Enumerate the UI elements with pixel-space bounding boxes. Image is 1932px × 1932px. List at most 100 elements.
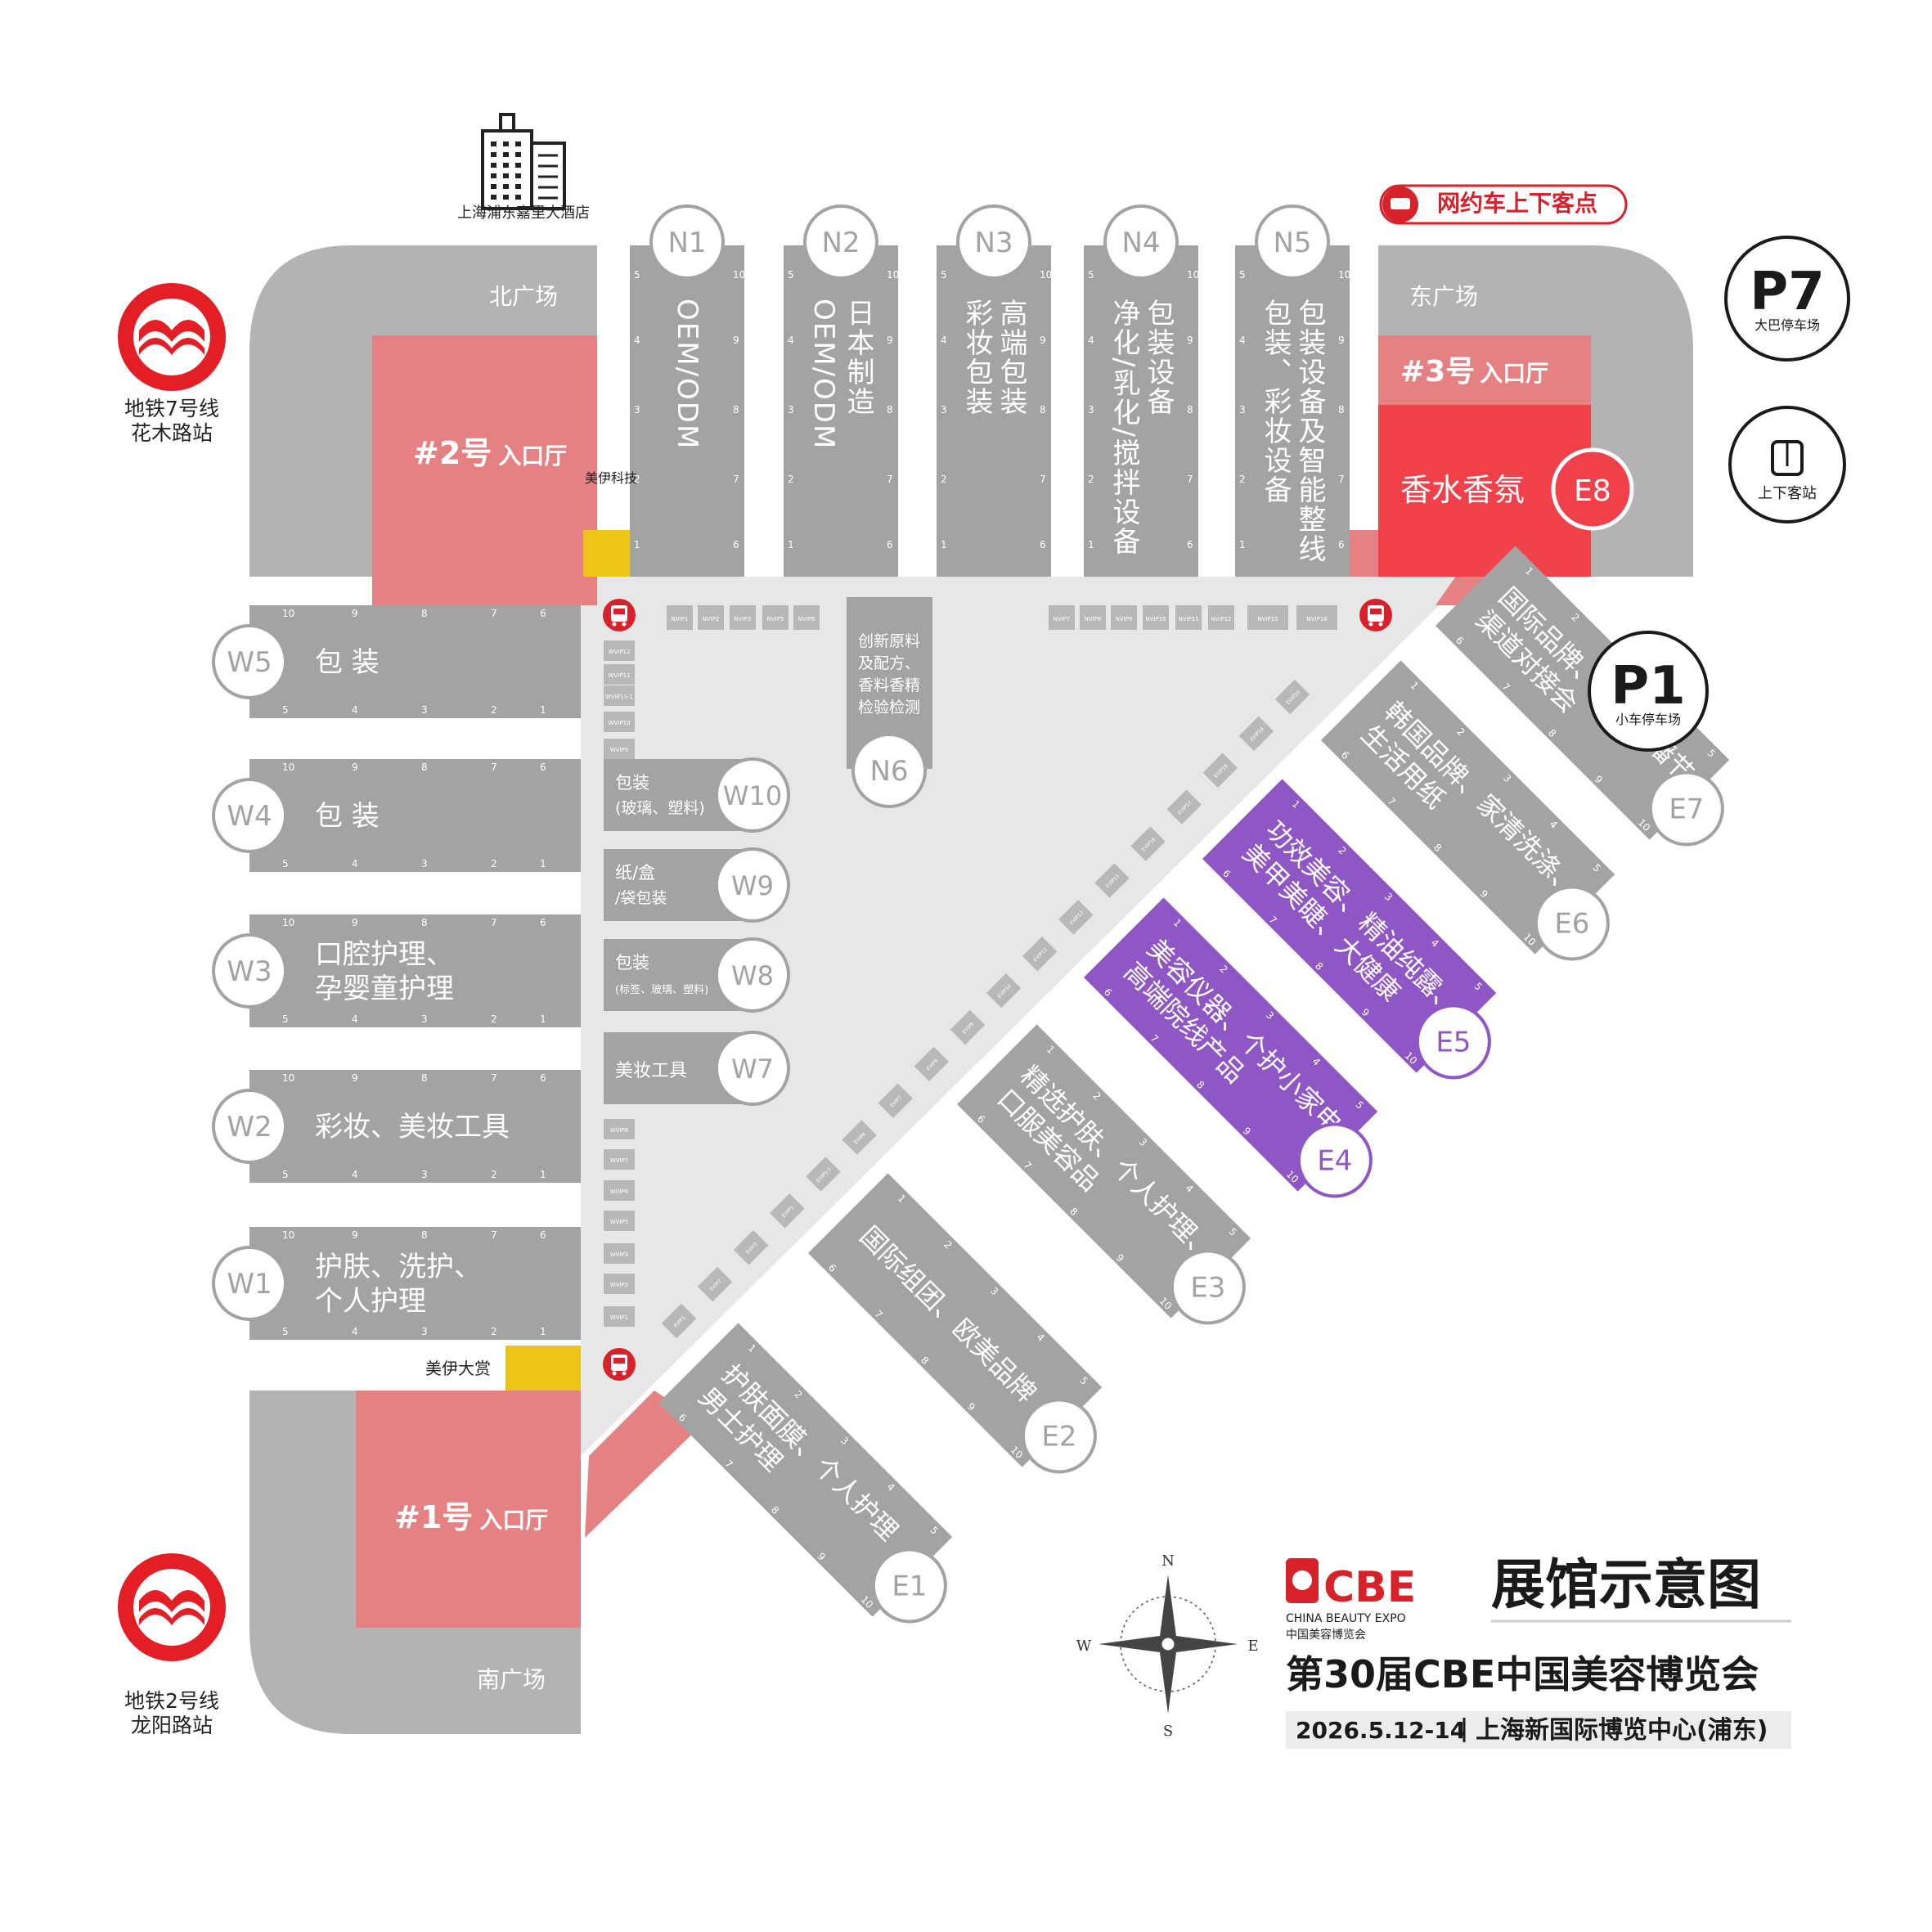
bus-station-icon[interactable]: [1728, 406, 1846, 523]
hall-w9[interactable]: W9纸/盒/袋包装: [604, 847, 790, 923]
entrance-3[interactable]: [1378, 335, 1591, 405]
vip-room[interactable]: NVIP15: [1247, 605, 1288, 630]
hall-badge-e1[interactable]: E1: [871, 1548, 947, 1624]
vip-room[interactable]: NVIP7: [1049, 605, 1075, 630]
hall-badge[interactable]: [1296, 1122, 1373, 1198]
vip-room[interactable]: EVIP15: [1094, 863, 1130, 898]
vip-room[interactable]: NVIP1: [667, 605, 693, 630]
hall-badge[interactable]: [212, 624, 287, 699]
hall-badge-e3[interactable]: E3: [1170, 1249, 1246, 1325]
hall-badge[interactable]: [212, 1089, 287, 1164]
hall-badge[interactable]: [649, 204, 725, 280]
hall-badge[interactable]: [851, 733, 927, 808]
hall-badge[interactable]: [715, 757, 790, 833]
vip-room[interactable]: EVIP6: [842, 1120, 877, 1155]
hall-badge[interactable]: [803, 204, 878, 280]
vip-room[interactable]: EVIP20: [1274, 679, 1310, 715]
vip-room[interactable]: WVIP12: [604, 640, 635, 661]
vip-room[interactable]: WVIP6: [604, 1180, 635, 1201]
vip-room[interactable]: EVIP10: [986, 973, 1022, 1009]
hall-badge[interactable]: [956, 204, 1031, 280]
hall-badge-e7[interactable]: E7: [1648, 771, 1724, 847]
vip-room[interactable]: EVIP17: [1166, 789, 1202, 824]
ride-hail-point[interactable]: [1379, 184, 1628, 225]
shuttle-bus-icon[interactable]: [1359, 599, 1392, 631]
hall-badge-e6[interactable]: E6: [1534, 885, 1610, 961]
hall-badge[interactable]: [1255, 204, 1330, 280]
vip-room[interactable]: NVIP5: [762, 605, 789, 630]
vip-room[interactable]: EVIP7: [878, 1083, 913, 1118]
hall-badge[interactable]: [715, 937, 790, 1013]
vip-room[interactable]: EVIP8: [914, 1046, 950, 1082]
hall-badge-e4[interactable]: E4: [1296, 1122, 1373, 1198]
vip-room[interactable]: EVIP5: [770, 1193, 805, 1229]
e8-badge[interactable]: E8: [1551, 447, 1634, 531]
vip-room[interactable]: WVIP9: [604, 739, 635, 759]
vip-room[interactable]: EVIP1: [661, 1303, 697, 1339]
vip-room[interactable]: NVIP9: [1111, 605, 1137, 630]
vip-room[interactable]: EVIP3: [734, 1230, 769, 1265]
vip-room[interactable]: WVIP7: [604, 1149, 635, 1170]
hall-badge[interactable]: [1534, 885, 1610, 961]
vip-room[interactable]: WVIP11: [604, 664, 635, 685]
sponsor-south-booth[interactable]: [505, 1346, 581, 1391]
hall-badge-e5[interactable]: E5: [1415, 1004, 1491, 1080]
vip-room[interactable]: WVIP5: [604, 1211, 635, 1231]
vip-room[interactable]: EVIP18: [1202, 753, 1238, 788]
p1-parking-icon[interactable]: [1588, 631, 1709, 752]
hall-badge[interactable]: [715, 847, 790, 923]
p7-parking-icon[interactable]: [1724, 236, 1850, 362]
vip-room[interactable]: NVIP12: [1208, 605, 1234, 630]
vip-room[interactable]: WVIP1: [604, 1306, 635, 1327]
hall-badge[interactable]: [1021, 1398, 1097, 1474]
vip-room[interactable]: WVIP2: [604, 1274, 635, 1294]
vip-room[interactable]: NVIP3: [730, 605, 756, 630]
hall-badge[interactable]: [212, 778, 287, 853]
vip-room[interactable]: EVIP5-1: [806, 1157, 841, 1192]
hall-badge[interactable]: [715, 1031, 790, 1106]
vip-room[interactable]: NVIP10: [1143, 605, 1169, 630]
shuttle-bus-icon[interactable]: [603, 1348, 636, 1381]
hall-badge[interactable]: [1648, 771, 1724, 847]
vip-room[interactable]: WVIP11-1: [604, 685, 635, 706]
vip-room[interactable]: EVIP16: [1130, 826, 1166, 861]
vip-room[interactable]: NVIP6: [793, 605, 820, 630]
entrance-2[interactable]: [372, 335, 597, 605]
hall-badge[interactable]: [1170, 1249, 1246, 1325]
vip-room[interactable]: WVIP8: [604, 1119, 635, 1139]
shuttle-bus-icon[interactable]: [603, 599, 636, 631]
vip-room[interactable]: NVIP16: [1296, 605, 1337, 630]
hall-badge[interactable]: [212, 1246, 287, 1321]
hall-badge[interactable]: [1415, 1004, 1491, 1080]
vip-room[interactable]: WVIP3: [604, 1243, 635, 1264]
vip-room[interactable]: NVIP2: [698, 605, 724, 630]
vip-room[interactable]: EVIP2: [697, 1266, 733, 1302]
vip-room[interactable]: NVIP8: [1080, 605, 1106, 630]
hall-badge[interactable]: [871, 1548, 947, 1624]
sponsor-north-booth[interactable]: [583, 530, 631, 577]
vip-room[interactable]: EVIP12: [1058, 900, 1094, 935]
entrance-1[interactable]: [356, 1391, 581, 1628]
vip-room[interactable]: EVIP19: [1238, 716, 1274, 752]
hall-badge-e2[interactable]: E2: [1021, 1398, 1097, 1474]
hall-badge[interactable]: [1103, 204, 1179, 280]
vip-room[interactable]: EVIP9: [950, 1009, 986, 1045]
vip-room[interactable]: NVIP11: [1175, 605, 1202, 630]
vip-room[interactable]: EVIP11: [1022, 936, 1058, 972]
hall-badge[interactable]: [212, 933, 287, 1009]
vip-room[interactable]: WVIP10: [604, 712, 635, 732]
